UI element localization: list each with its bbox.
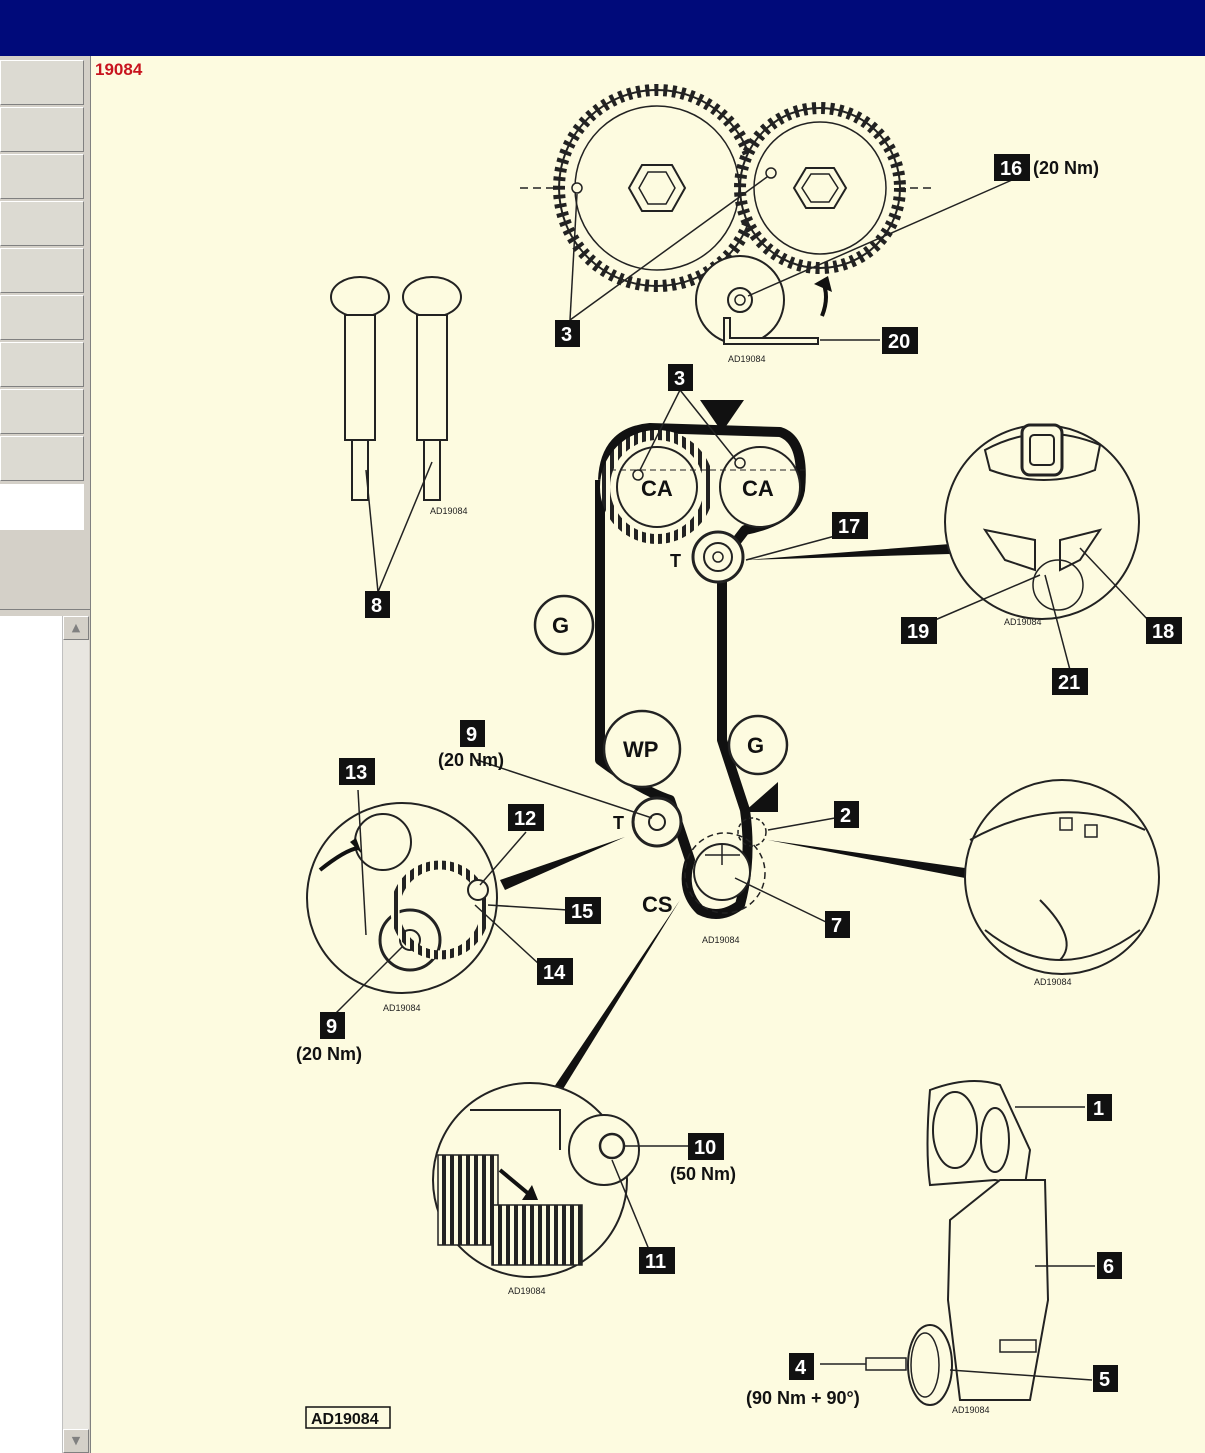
tensioner-detail: AD19084 xyxy=(934,423,1151,671)
ref-crank: AD19084 xyxy=(508,1286,546,1296)
ref-covers: AD19084 xyxy=(952,1405,990,1415)
pulley-ca-2: CA xyxy=(742,476,774,501)
timing-covers: AD19084 xyxy=(820,1080,1095,1415)
sidebar-button-5[interactable] xyxy=(0,248,84,293)
timing-belt-diagram: AD19084 AD19084 CA CA T G WP xyxy=(296,84,1182,1429)
callout-15: 15 xyxy=(571,901,593,923)
callout-21: 21 xyxy=(1058,672,1080,694)
sidebar-button-3[interactable] xyxy=(0,154,84,199)
crank-detail: AD19084 xyxy=(432,1082,690,1296)
callout-5: 5 xyxy=(1099,1369,1110,1391)
pulley-t-upper: T xyxy=(670,551,681,571)
torque-labels: (20 Nm) (20 Nm) (20 Nm) (50 Nm) (90 Nm +… xyxy=(296,158,1099,1408)
reference-code: AD19084 xyxy=(311,1411,379,1428)
sidebar-button-1[interactable] xyxy=(0,60,84,105)
callout-1: 1 xyxy=(1093,1098,1104,1120)
torque-16: (20 Nm) xyxy=(1033,158,1099,178)
callout-12: 12 xyxy=(514,808,536,830)
callout-8: 8 xyxy=(371,595,382,617)
pulley-wp: WP xyxy=(623,737,658,762)
callout-11: 11 xyxy=(645,1251,666,1273)
sidebar-panel-button[interactable] xyxy=(0,530,90,610)
scroll-down-icon[interactable]: ▼ xyxy=(63,1429,89,1453)
callout-10: 10 xyxy=(694,1137,716,1159)
callout-20: 20 xyxy=(888,331,910,353)
scroll-up-icon[interactable]: ▲ xyxy=(63,616,89,640)
vertical-scrollbar[interactable]: ▲ ▼ xyxy=(62,616,89,1453)
pulley-cs: CS xyxy=(642,892,673,917)
pulley-g-left: G xyxy=(552,613,569,638)
callout-2: 2 xyxy=(840,805,851,827)
camshaft-gears-detail: AD19084 xyxy=(520,84,1013,364)
callout-19: 19 xyxy=(907,621,929,643)
ref-pins: AD19084 xyxy=(430,506,468,516)
sidebar-input[interactable] xyxy=(0,484,84,530)
pulley-g-right: G xyxy=(747,733,764,758)
sidebar: ▲ ▼ xyxy=(0,56,91,1453)
callout-14: 14 xyxy=(543,962,566,984)
ref-top: AD19084 xyxy=(728,354,766,364)
torque-9-upper: (20 Nm) xyxy=(438,750,504,770)
callout-9-upper: 9 xyxy=(466,724,477,746)
sidebar-button-6[interactable] xyxy=(0,295,84,340)
sidebar-button-2[interactable] xyxy=(0,107,84,152)
torque-10: (50 Nm) xyxy=(670,1164,736,1184)
ref-lower-tensioner: AD19084 xyxy=(383,1003,421,1013)
callout-18: 18 xyxy=(1152,621,1174,643)
sidebar-button-9[interactable] xyxy=(0,436,84,481)
ref-tensioner: AD19084 xyxy=(1004,617,1042,627)
timing-mark-detail: AD19084 xyxy=(964,779,1160,987)
callout-16: 16 xyxy=(1000,158,1022,180)
sidebar-button-4[interactable] xyxy=(0,201,84,246)
torque-9-lower: (20 Nm) xyxy=(296,1044,362,1064)
callout-7: 7 xyxy=(831,915,842,937)
sidebar-button-7[interactable] xyxy=(0,342,84,387)
callout-17: 17 xyxy=(838,516,860,538)
callout-6: 6 xyxy=(1103,1256,1114,1278)
belt-layout: CA CA T G WP G T CS AD19084 xyxy=(476,389,965,1094)
reference-box xyxy=(305,1406,391,1429)
callouts: 1 2 3 3 4 5 6 7 8 9 9 10 11 12 13 14 15 … xyxy=(320,154,1182,1392)
pulley-ca-1: CA xyxy=(641,476,673,501)
ref-timing: AD19084 xyxy=(1034,977,1072,987)
torque-4: (90 Nm + 90°) xyxy=(746,1388,860,1408)
callout-9-lower: 9 xyxy=(326,1016,337,1038)
callout-3-top: 3 xyxy=(561,324,572,346)
callout-4: 4 xyxy=(795,1357,807,1379)
title-bar xyxy=(0,0,1205,56)
sidebar-list[interactable] xyxy=(0,616,62,1453)
ref-belt: AD19084 xyxy=(702,935,740,945)
pulley-t-lower: T xyxy=(613,813,624,833)
locking-pins: AD19084 xyxy=(330,276,468,593)
callout-3-belt: 3 xyxy=(674,368,685,390)
lower-tensioner-detail: AD19084 xyxy=(306,789,569,1016)
sidebar-button-8[interactable] xyxy=(0,389,84,434)
document-id: 19084 xyxy=(95,60,143,79)
callout-13: 13 xyxy=(345,762,367,784)
